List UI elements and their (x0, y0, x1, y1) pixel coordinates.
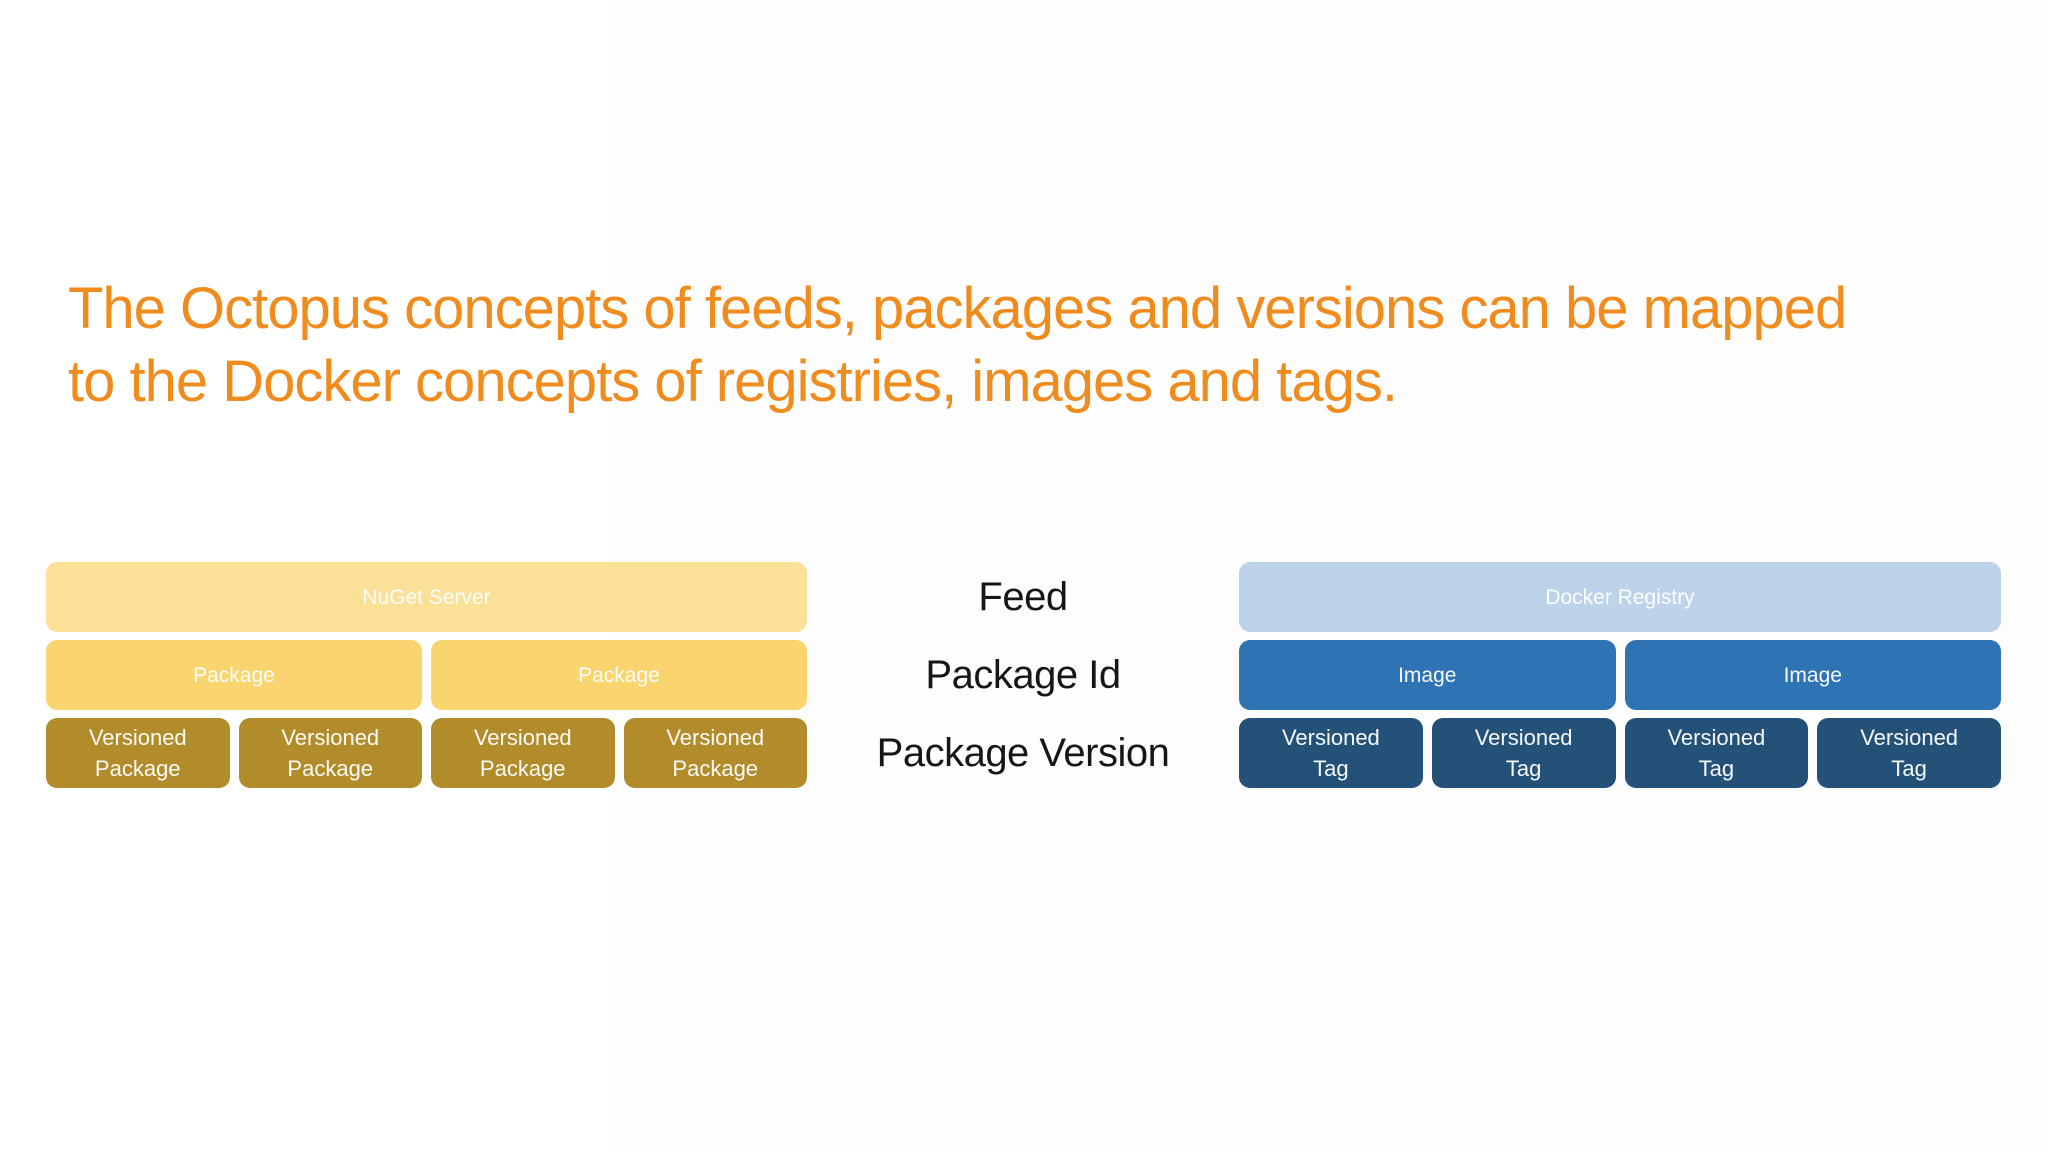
versioned-package-row: Versioned Package Versioned Package Vers… (46, 718, 807, 788)
nuget-server-row: NuGet Server (46, 562, 807, 632)
image-box: Image (1624, 640, 2001, 710)
package-row: Package Package (46, 640, 807, 710)
docker-registry-box: Docker Registry (1239, 562, 2001, 632)
package-box: Package (431, 640, 807, 710)
versioned-tag-box: Versioned Tag (1431, 718, 1616, 788)
docker-stack: Docker Registry Image Image Versioned Ta… (1239, 562, 2001, 788)
versioned-package-box: Versioned Package (46, 718, 230, 788)
versioned-tag-box: Versioned Tag (1624, 718, 1809, 788)
nuget-stack: NuGet Server Package Package Versioned P… (46, 562, 807, 788)
slide-title: The Octopus concepts of feeds, packages … (68, 276, 1847, 414)
package-version-label: Package Version (876, 730, 1170, 775)
nuget-server-box: NuGet Server (46, 562, 807, 632)
image-box: Image (1239, 640, 1616, 710)
feed-label: Feed (978, 574, 1068, 619)
versioned-tag-box: Versioned Tag (1239, 718, 1423, 788)
package-id-label: Package Id (925, 652, 1121, 697)
package-box: Package (46, 640, 422, 710)
versioned-package-box: Versioned Package (238, 718, 422, 788)
versioned-tag-row: Versioned Tag Versioned Tag Versioned Ta… (1239, 718, 2001, 788)
image-row: Image Image (1239, 640, 2001, 710)
versioned-package-box: Versioned Package (431, 718, 615, 788)
mapping-labels: Feed Package Id Package Version (858, 562, 1188, 788)
versioned-package-box: Versioned Package (623, 718, 807, 788)
docker-registry-row: Docker Registry (1239, 562, 2001, 632)
versioned-tag-box: Versioned Tag (1817, 718, 2001, 788)
